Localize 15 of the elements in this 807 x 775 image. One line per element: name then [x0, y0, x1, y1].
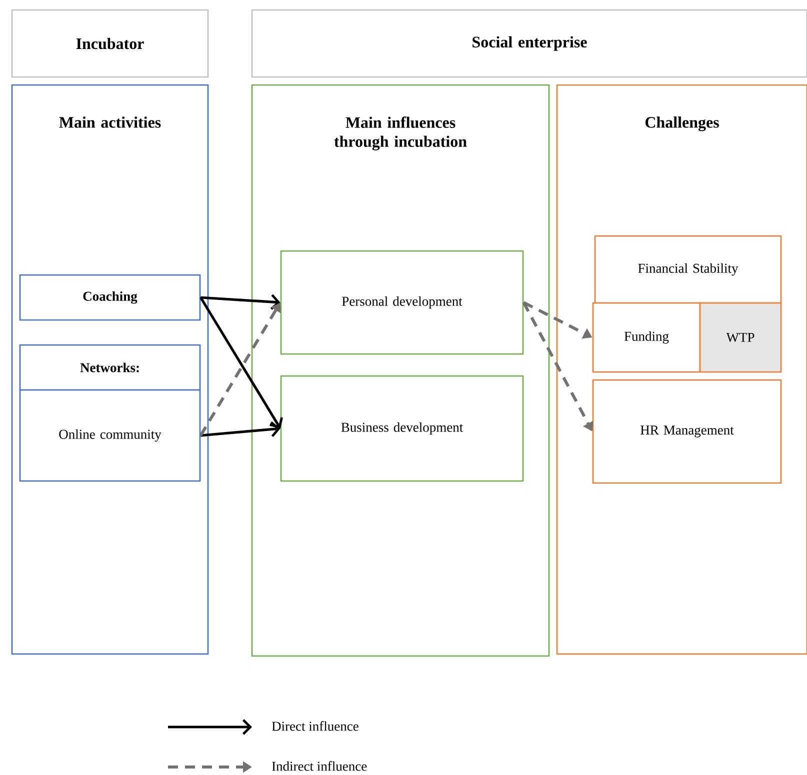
header-box: Social enterprise: [251, 9, 807, 78]
challenge-box: WTP: [699, 302, 782, 373]
activity-box: Coaching: [19, 274, 201, 321]
challenge-box: Financial Stability: [594, 235, 782, 304]
activity-box: Networks:: [19, 344, 201, 391]
influence-box: Personal development: [280, 250, 524, 355]
arrow: [200, 421, 280, 437]
challenge-box: HR Management: [592, 379, 782, 484]
legend-label: Direct influence: [272, 721, 358, 731]
influence-box: Business development: [280, 375, 524, 482]
legend-label: Indirect influence: [272, 761, 367, 771]
arrow: [200, 294, 280, 310]
header-box: Incubator: [11, 9, 209, 78]
challenge-box: Funding: [592, 302, 701, 373]
activity-box: Online community: [19, 389, 201, 482]
